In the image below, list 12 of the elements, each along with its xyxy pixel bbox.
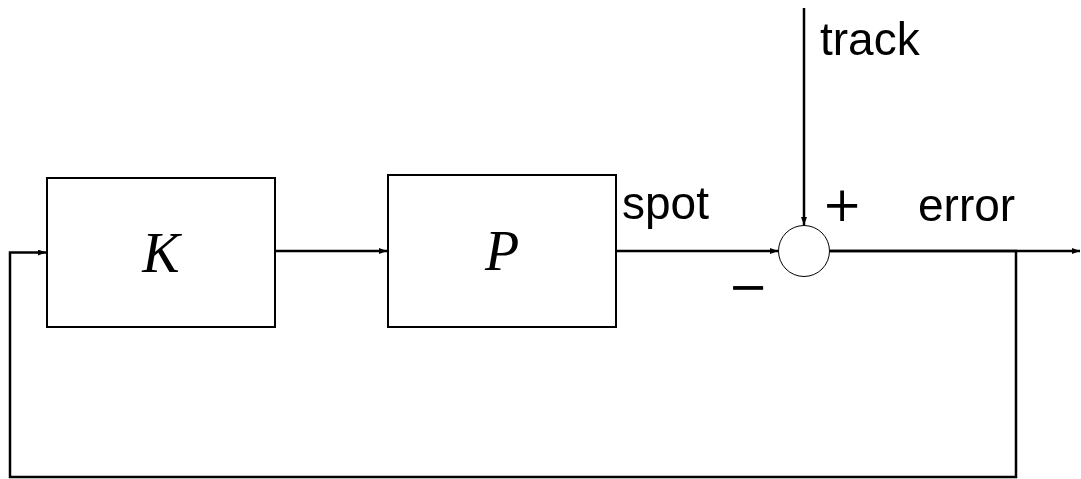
- arrow: [801, 8, 807, 225]
- arrow: [8, 249, 1018, 479]
- sign-label: +: [822, 180, 863, 228]
- block-symbol: K: [142, 224, 180, 281]
- edge-label: track: [820, 16, 920, 62]
- block-box: [46, 177, 276, 328]
- arrow: [617, 248, 778, 254]
- block-box: [387, 174, 617, 328]
- arrow: [276, 248, 387, 254]
- block-symbol: P: [484, 223, 520, 279]
- sign-label: −: [728, 262, 769, 310]
- edge-label: error: [918, 182, 1016, 228]
